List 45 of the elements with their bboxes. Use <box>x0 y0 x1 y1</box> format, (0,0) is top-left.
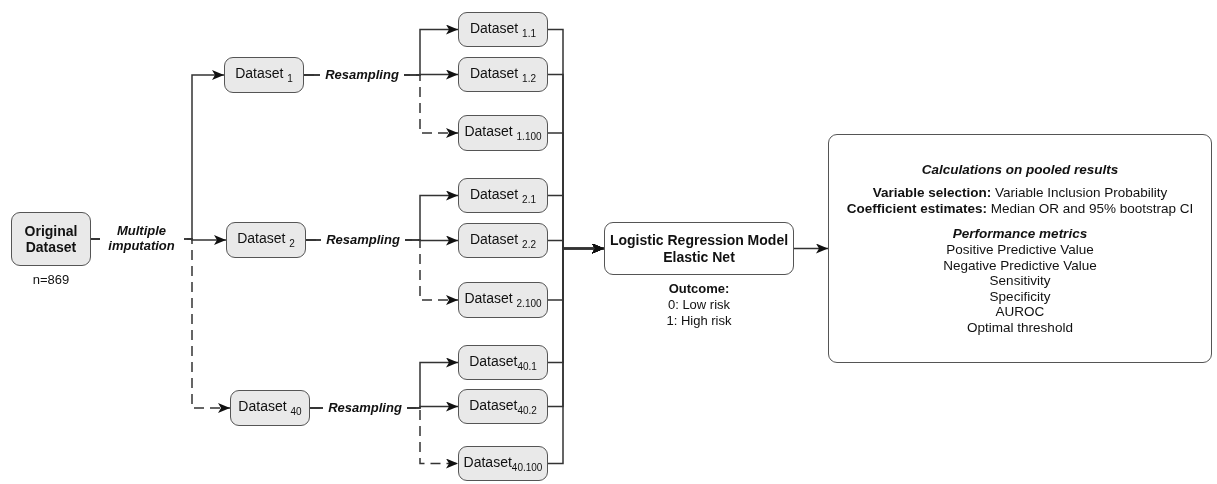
node-text: Original Dataset <box>23 222 79 256</box>
results-box <box>828 134 1212 363</box>
node-text: Logistic Regression Model Elastic Net <box>608 232 790 265</box>
node-text: Dataset$_{40.2}$ <box>469 396 537 417</box>
dataset-box <box>230 390 310 426</box>
node-note: Outcome: <box>667 281 731 298</box>
node-text: Dataset $_{1.1}$ <box>469 19 536 40</box>
section-heading: Performance metrics <box>952 226 1088 242</box>
node-text: Coefficient estimates: Median OR and 95% bootstrap CI <box>846 200 1194 217</box>
node-text: Dataset$_{40.1}$ <box>469 352 537 373</box>
section-heading: Calculations on pooled results <box>921 161 1119 178</box>
node-note: 1: High risk <box>665 313 733 330</box>
node-text: AUROC <box>995 304 1045 320</box>
dataset-box <box>226 222 306 258</box>
dataset-box <box>458 345 548 380</box>
node-text: Dataset $_{2}$ <box>237 230 295 250</box>
node-note: n=869 <box>31 272 71 289</box>
model-box <box>604 222 794 275</box>
edge-label: Multiple imputation <box>99 223 184 255</box>
node-text: Dataset $_{2.2}$ <box>469 230 536 251</box>
node-text: Positive Predictive Value <box>946 242 1094 258</box>
dataset-box <box>458 178 548 213</box>
node-text: Variable selection: Variable Inclusion Probability <box>872 185 1168 201</box>
dataset-box <box>458 12 548 47</box>
dataset-box <box>224 57 304 93</box>
dataset-box <box>458 223 548 258</box>
node-text: Optimal threshold <box>967 319 1073 336</box>
dataset-box <box>458 389 548 424</box>
node-text: Dataset $_{1.2}$ <box>469 64 536 85</box>
dataset-box <box>458 446 548 481</box>
node-text: Specificity <box>989 288 1051 305</box>
node-text: Dataset $_{1.100}$ <box>464 123 542 143</box>
node-text: Sensitivity <box>989 273 1051 289</box>
arrow <box>793 243 829 254</box>
node-text: Dataset $_{2.100}$ <box>464 290 542 310</box>
node-text: Negative Predictive Value <box>943 257 1097 273</box>
node-text: Dataset $_{40}$ <box>238 398 302 418</box>
dataset-box <box>11 212 91 266</box>
dataset-box <box>458 282 548 318</box>
dataset-box <box>458 57 548 92</box>
node-text: Dataset$_{40.100}$ <box>463 453 543 474</box>
dataset-box <box>458 115 548 151</box>
node-text: Dataset $_{1}$ <box>235 65 293 85</box>
node-text: Dataset $_{2.1}$ <box>469 185 536 206</box>
node-note: 0: Low risk <box>666 297 732 314</box>
